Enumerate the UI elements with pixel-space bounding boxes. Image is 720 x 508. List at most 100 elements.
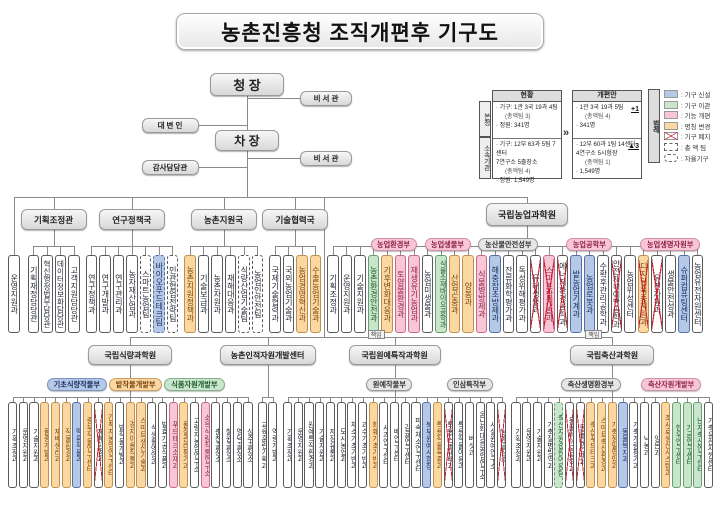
org-unit-label: 온난화대응농업연구소 xyxy=(477,410,485,480)
connector-line xyxy=(272,397,274,402)
dept-header-pill: 식품자원개발부 xyxy=(164,378,225,391)
org-unit-box: 밭농업기계과 xyxy=(570,255,582,333)
connector-line xyxy=(215,397,217,402)
org-unit-box: 남해출장소 xyxy=(497,402,507,488)
org-unit-box: 고령지농업연구소 xyxy=(189,402,200,488)
legend-item-label: : 총 액 팀 xyxy=(681,145,707,152)
connector-line xyxy=(145,246,147,255)
org-unit-label: 감귤연구센터 xyxy=(402,424,410,466)
org-unit-box: 시설원예연구소 xyxy=(486,402,496,488)
connector-line xyxy=(151,397,153,402)
connector-line xyxy=(373,397,375,402)
legend-item-label: : 자율기구 xyxy=(681,155,709,163)
org-unit-label: 남해출장소 xyxy=(499,427,507,463)
connector-line xyxy=(46,246,48,255)
org-unit-box: 감귤연구센터 xyxy=(400,402,410,488)
org-unit-box: 기후변화대응과 xyxy=(381,255,393,333)
org-unit-label: 바이오푸드테크팀 xyxy=(154,262,164,326)
org-unit-box: 사과연구센터 xyxy=(379,402,389,488)
dept-header-pill: 농업환경부 xyxy=(370,238,417,251)
org-unit-box: 국제기술협력과 xyxy=(269,255,281,333)
connector-line xyxy=(480,397,482,402)
org-unit-label: 특용작물육종과 xyxy=(434,420,442,470)
org-unit-label: 동물유전체과 xyxy=(577,424,585,466)
org-unit-label: 운영지원과 xyxy=(295,427,303,463)
org-unit-box: 가축개량평가과 xyxy=(629,402,639,488)
connector-line xyxy=(198,125,247,126)
org-unit-box: 수확후관리공학과 xyxy=(597,255,609,333)
connector-line xyxy=(108,397,110,402)
connector-line xyxy=(274,246,276,255)
connector-line xyxy=(173,397,175,402)
legend-item-label: : 기구 이관 xyxy=(681,102,711,110)
org-unit-label: 특용작물재배과 xyxy=(445,420,453,470)
connector-line xyxy=(119,397,121,402)
org-unit-box: 축산자원순환이용팀 xyxy=(554,402,564,488)
legend-swatch-new xyxy=(664,90,678,98)
summary-delta: +1 xyxy=(631,106,639,113)
org-unit-label: 기획조정과 xyxy=(10,427,18,463)
connector-line xyxy=(655,397,657,402)
org-unit-label: 에너지환경공학과 xyxy=(558,262,568,326)
connector-line xyxy=(612,397,614,402)
summary-delta: ▲3 xyxy=(628,143,639,150)
org-unit-box: 철원출장소 xyxy=(222,402,232,488)
org-unit-label: 재생유기농업과 xyxy=(409,266,419,322)
summary-line: · 기구: 12부 63과 5팀 7센터 xyxy=(496,142,556,157)
org-unit-box: 재배생리과 xyxy=(50,402,60,488)
connector-line xyxy=(562,246,564,255)
org-unit-label: 국제기술협력과 xyxy=(270,266,280,322)
org-unit-box: 식량산업기술팀 xyxy=(238,255,250,333)
org-unit-box: 기획조정과 xyxy=(511,402,521,488)
legend-item: : 자율기구 xyxy=(664,153,709,163)
connector-line xyxy=(516,397,517,402)
org-unit-box: 슈퍼컴퓨팅센터 xyxy=(678,255,690,333)
connector-line xyxy=(158,246,160,255)
connector-line xyxy=(448,397,450,402)
org-unit-box: 운영지원과 xyxy=(8,255,20,333)
connector-line xyxy=(223,230,225,246)
org-unit-label: 사과연구센터 xyxy=(381,424,389,466)
org-unit-label: 양돈과 xyxy=(652,434,660,456)
org-unit-label: 생물안전성과 xyxy=(666,270,676,318)
org-unit-box: 낙농과 xyxy=(639,402,649,488)
connector-line xyxy=(243,246,245,255)
spokesperson-box: 대 변 인 xyxy=(141,118,199,133)
deputy-box: 차 장 xyxy=(215,130,279,151)
org-unit-box: 가금연구센터 xyxy=(682,402,692,488)
org-unit-label: 간척지농업연구센터 xyxy=(106,413,114,477)
connector-line xyxy=(526,397,528,402)
org-unit-label: 도시농업과 xyxy=(338,427,346,463)
legend-swatch-lumpsum xyxy=(664,143,678,151)
org-unit-label: 혁신행정법무담당관 xyxy=(42,260,52,328)
org-unit-box: 운영지원과 xyxy=(522,402,532,488)
connector-line xyxy=(287,397,289,402)
summary-line: (총액팀 1) xyxy=(585,160,611,166)
connector-line xyxy=(262,397,273,398)
org-unit-label: 버섯과 xyxy=(466,434,474,456)
org-unit-label: 영덕출장소 xyxy=(234,427,242,463)
org-unit-label: 화훼기초기반과 xyxy=(370,420,378,470)
institute-header-box: 국립축산과학원 xyxy=(570,345,655,365)
org-unit-label: 기술지원과 xyxy=(31,427,39,463)
connector-line xyxy=(319,397,321,402)
legend-item: : 기구 폐지 xyxy=(664,131,710,141)
summary-line: (총액팀 4) xyxy=(585,114,611,120)
org-unit-box: 채소기초기반과 xyxy=(347,402,357,488)
org-unit-box: 연구개발과 xyxy=(99,255,111,333)
org-unit-box: 중부작물연구센터 xyxy=(82,402,93,488)
connector-line xyxy=(162,397,164,402)
connector-line xyxy=(247,158,300,159)
org-unit-box: 기획조정과 xyxy=(283,402,293,488)
org-unit-label: 철원출장소 xyxy=(224,427,232,463)
connector-line xyxy=(309,397,310,402)
connector-line xyxy=(373,246,375,255)
connector-line xyxy=(183,397,185,402)
org-unit-box: 국외농업기술과 xyxy=(282,255,294,333)
institute-header-box: 농촌인적자원개발센터 xyxy=(219,345,316,365)
connector-line xyxy=(351,397,353,402)
connector-line xyxy=(295,197,296,209)
summary-scope-label: 본청 xyxy=(479,101,491,137)
connector-line xyxy=(548,397,550,402)
